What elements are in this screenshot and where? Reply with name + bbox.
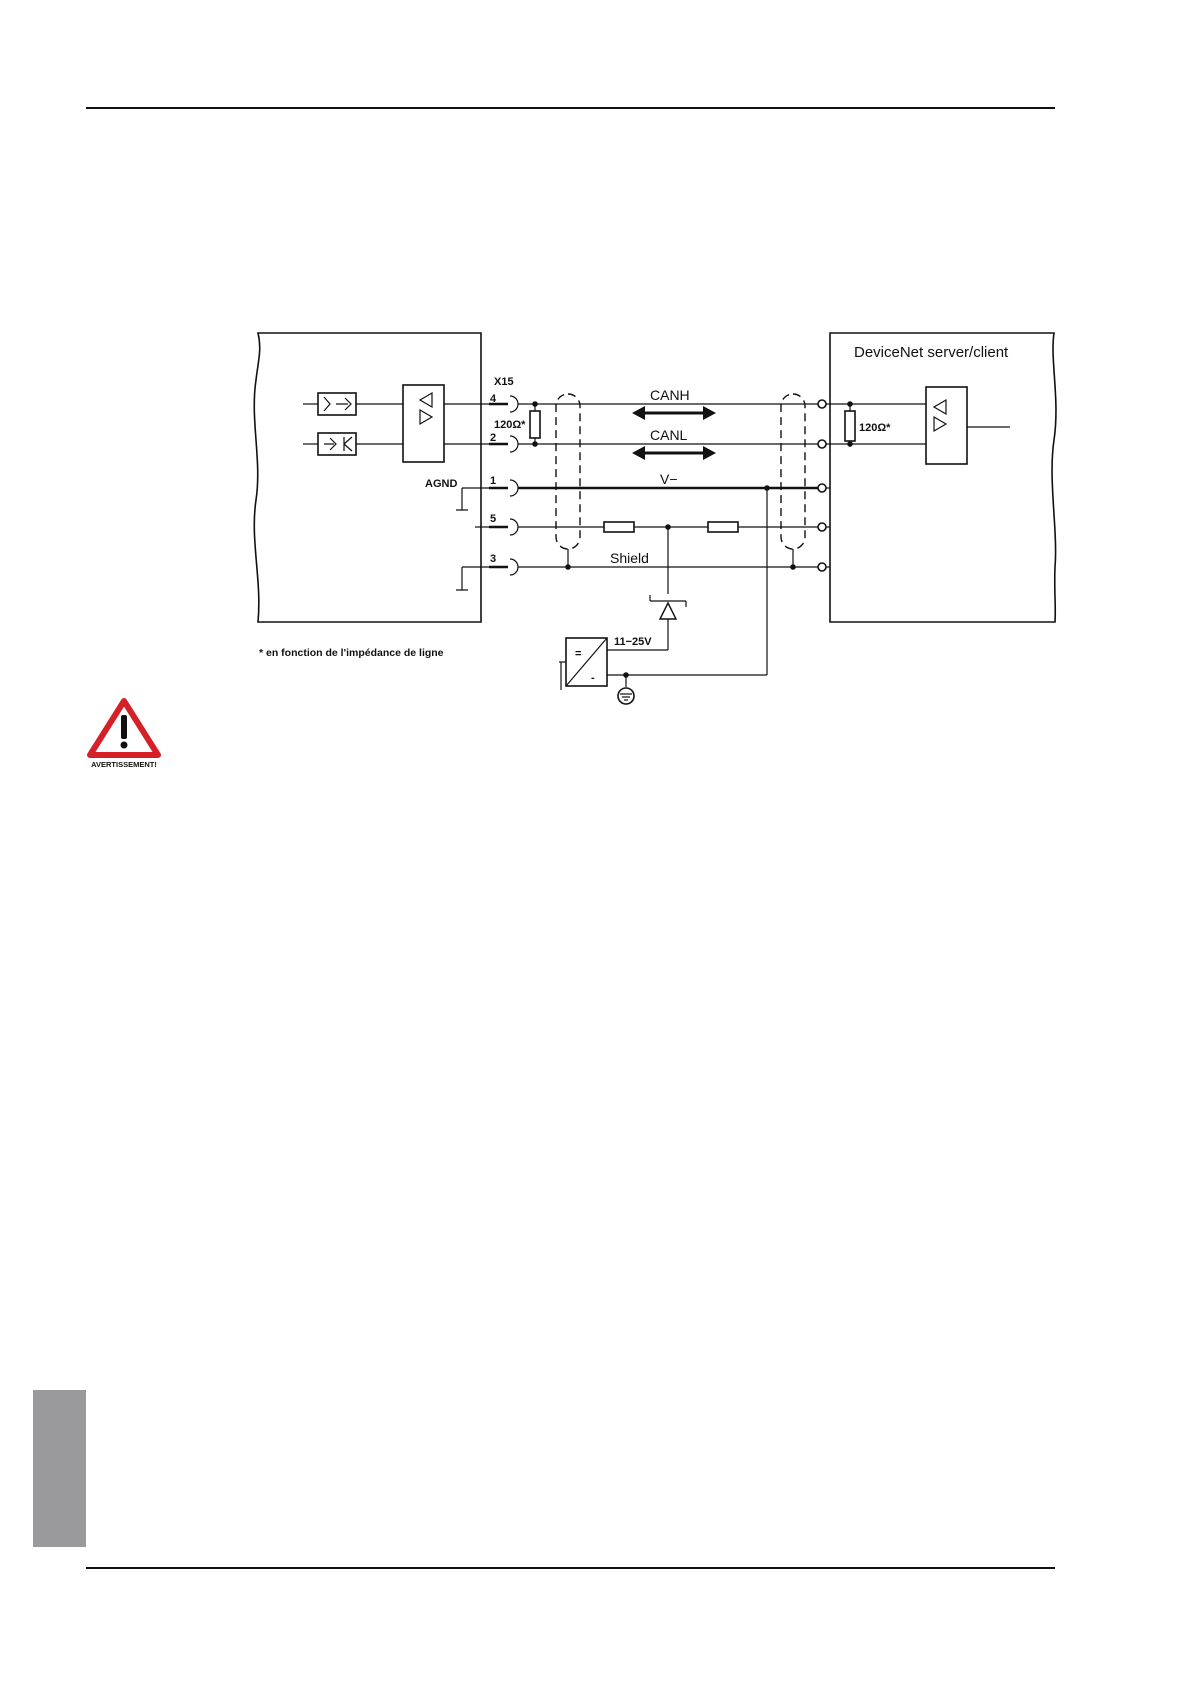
canh-arrow	[632, 406, 716, 420]
warning-label: AVERTISSEMENT!	[91, 760, 157, 769]
canl-label: CANL	[650, 427, 688, 443]
vminus-label: V−	[660, 471, 678, 487]
footnote: * en fonction de l'impédance de ligne	[259, 647, 444, 659]
connector-label: X15	[494, 376, 514, 388]
pin-label-canl: 2	[490, 432, 496, 444]
zener-diode	[650, 595, 686, 619]
device-transceiver	[926, 387, 967, 464]
agnd-label: AGND	[425, 478, 457, 490]
cable-shield-right	[781, 394, 805, 549]
left-resistor-label: 120Ω*	[494, 419, 526, 431]
pin-label-shield: 3	[490, 553, 496, 565]
canl-arrow	[632, 446, 716, 460]
supply-voltage-label: 11−25V	[614, 636, 652, 648]
device-terminals	[818, 400, 826, 571]
canh-label: CANH	[650, 387, 690, 403]
devicenet-device-box	[830, 333, 1056, 622]
section-tab	[33, 1390, 86, 1547]
shield-label: Shield	[610, 550, 649, 566]
earth-ground-symbol	[618, 675, 634, 704]
device-title: DeviceNet server/client	[854, 344, 1009, 361]
pin-label-vplus: 5	[490, 513, 496, 525]
right-termination-resistor	[845, 411, 855, 441]
cable-shield-left	[556, 394, 580, 549]
power-supply: = -	[559, 638, 607, 690]
pin-label-vminus: 1	[490, 475, 496, 487]
drive-transceiver	[403, 385, 444, 462]
footer-rule	[86, 1567, 1055, 1569]
left-termination-resistor	[530, 411, 540, 438]
warning-icon	[90, 701, 158, 755]
fuse-right	[708, 522, 738, 532]
fuse-left	[604, 522, 634, 532]
supply-minus-symbol: -	[591, 672, 595, 684]
supply-plus-symbol: =	[575, 648, 581, 660]
optocoupler-rx	[318, 433, 356, 455]
right-resistor-label: 120Ω*	[859, 422, 891, 434]
